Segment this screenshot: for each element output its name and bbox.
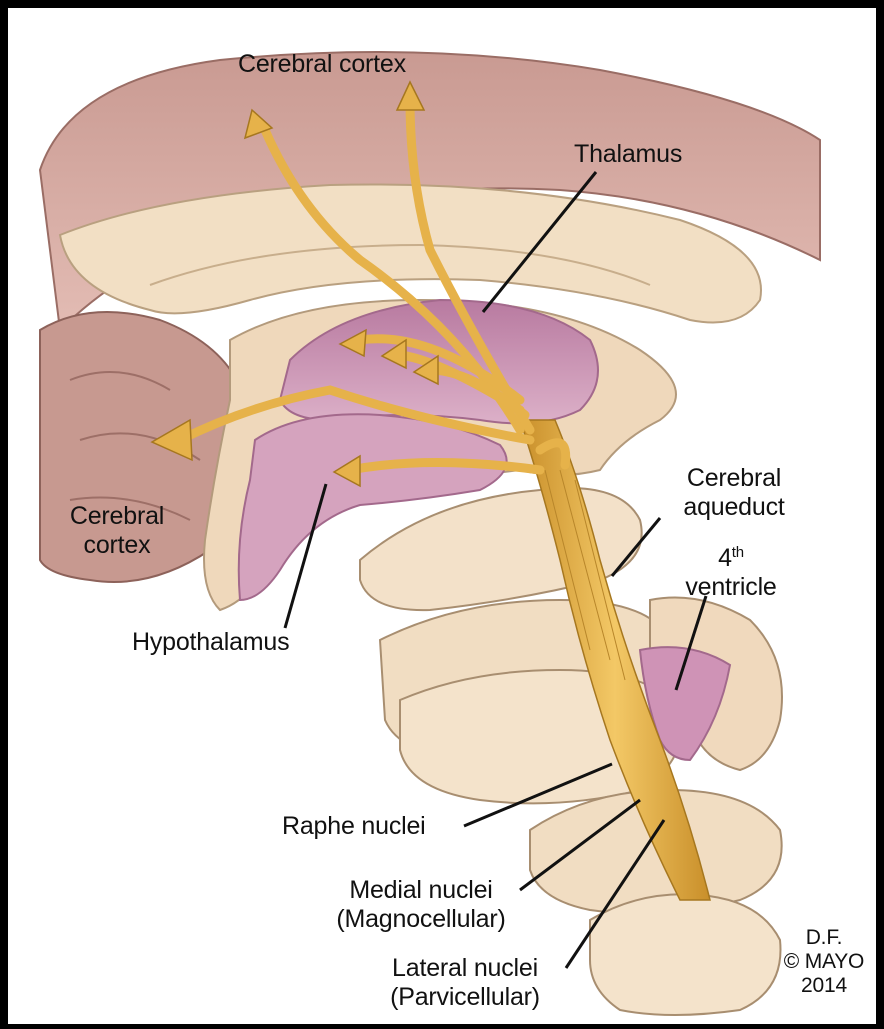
label-cerebral-aqueduct-line2: aqueduct — [664, 493, 804, 522]
fourth-number: 4 — [718, 544, 732, 572]
fourth-superscript: th — [732, 544, 744, 561]
artist-credit: D.F. © MAYO 2014 — [776, 926, 872, 998]
credit-initials: D.F. — [776, 926, 872, 950]
label-medial-nuclei-line1: Medial nuclei — [316, 876, 526, 905]
label-lateral-nuclei-line2: (Parvicellular) — [370, 983, 560, 1012]
label-fourth-ventricle: 4th ventricle — [666, 538, 796, 602]
label-cerebral-aqueduct: Cerebral aqueduct — [664, 464, 804, 522]
label-hypothalamus: Hypothalamus — [132, 628, 289, 657]
label-raphe-nuclei: Raphe nuclei — [282, 812, 426, 841]
credit-year: 2014 — [776, 974, 872, 998]
label-cerebral-cortex-top: Cerebral cortex — [238, 50, 406, 79]
label-medial-nuclei-line2: (Magnocellular) — [316, 905, 526, 934]
credit-copyright: © MAYO — [776, 950, 872, 974]
label-fourth-ventricle-line2: ventricle — [666, 573, 796, 602]
label-cerebral-cortex-left-line2: cortex — [52, 531, 182, 560]
label-fourth-ventricle-line1: 4th — [666, 538, 796, 573]
label-cerebral-aqueduct-line1: Cerebral — [664, 464, 804, 493]
label-lateral-nuclei-line1: Lateral nuclei — [370, 954, 560, 983]
label-lateral-nuclei: Lateral nuclei (Parvicellular) — [370, 954, 560, 1012]
label-thalamus: Thalamus — [574, 140, 682, 169]
label-medial-nuclei: Medial nuclei (Magnocellular) — [316, 876, 526, 934]
label-cerebral-cortex-left: Cerebral cortex — [52, 502, 182, 560]
medulla-slice-2 — [590, 894, 781, 1015]
label-cerebral-cortex-left-line1: Cerebral — [52, 502, 182, 531]
